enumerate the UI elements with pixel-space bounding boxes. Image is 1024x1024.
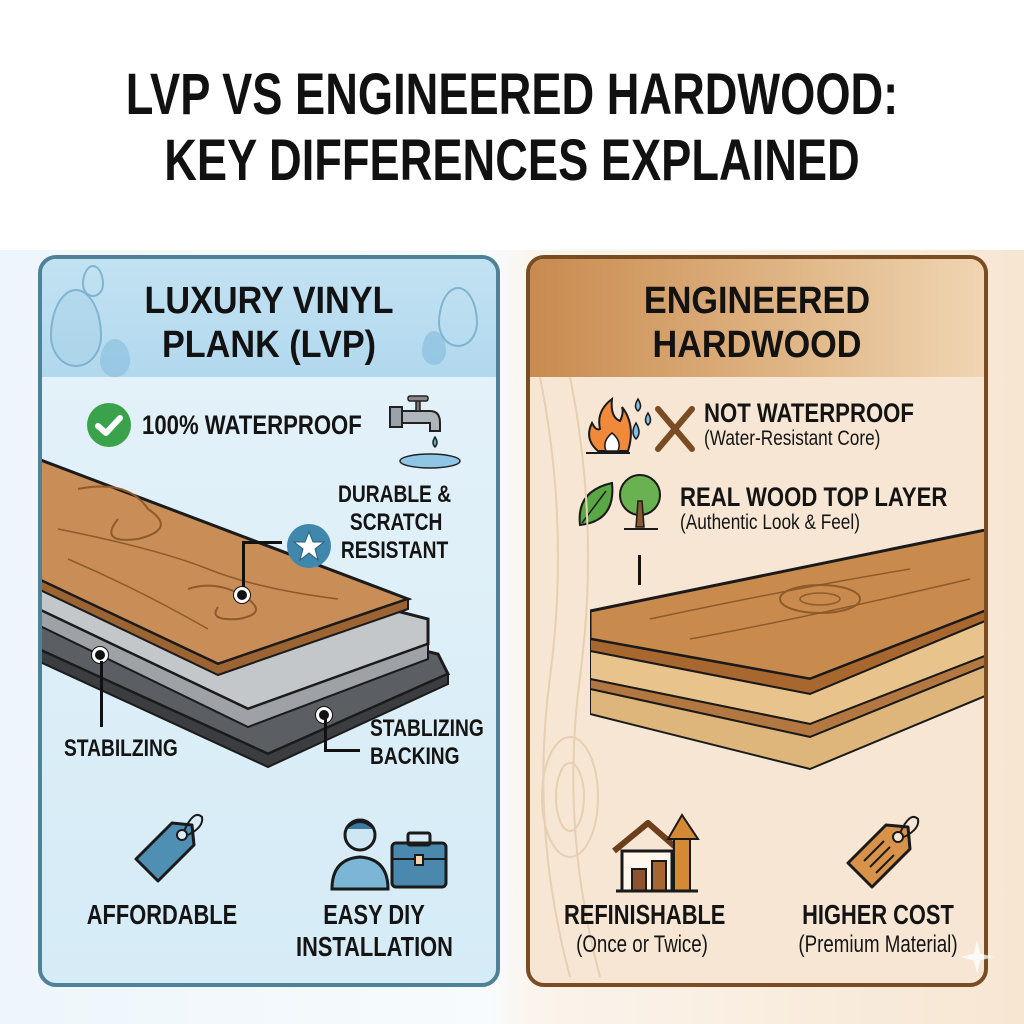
refinishable-label: REFINISHABLE (Once or Twice) xyxy=(564,899,726,959)
lvp-title-line-1: LUXURY VINYL xyxy=(144,280,394,322)
title-background xyxy=(0,0,1024,250)
real-wood-sub: (Authentic Look & Feel) xyxy=(680,511,860,534)
backing-line-1: STABLIZING xyxy=(370,715,484,742)
real-wood-label: REAL WOOD TOP LAYER xyxy=(680,482,948,512)
callout-line xyxy=(100,661,103,727)
ehw-panel-header: ENGINEERED HARDWOOD xyxy=(530,259,984,377)
stabilizing-label-text: STABILZING xyxy=(64,735,178,762)
durable-line-3: RESISTANT xyxy=(340,537,449,564)
ehw-title-line-1: ENGINEERED xyxy=(643,280,871,322)
durable-label: DURABLE & SCRATCH RESISTANT xyxy=(338,481,451,565)
backing-line-2: BACKING xyxy=(370,743,460,770)
callout-line xyxy=(242,541,282,544)
water-drop-icon xyxy=(50,289,102,367)
water-drop-icon xyxy=(100,339,130,377)
fire-water-x-icon xyxy=(586,396,695,454)
higher-cost-label: HIGHER COST (Premium Material) xyxy=(792,899,964,959)
callout-line xyxy=(242,541,245,593)
price-tag-lined-icon xyxy=(846,815,920,889)
water-drop-icon xyxy=(82,265,104,297)
easy-diy-label: EASY DIY INSTALLATION xyxy=(296,899,453,963)
lvp-panel: LUXURY VINYL PLANK (LVP) 100% WATERPROOF xyxy=(38,255,500,987)
backing-label: STABLIZING BACKING xyxy=(370,715,484,771)
callout-line xyxy=(324,749,360,752)
easy-diy-line-1: EASY DIY xyxy=(323,899,425,930)
not-waterproof-sub: (Water-Resistant Core) xyxy=(704,427,881,450)
higher-cost-text: HIGHER COST xyxy=(802,899,954,930)
feature-not-waterproof: NOT WATERPROOF (Water-Resistant Core) xyxy=(704,399,960,451)
lvp-title-line-2: PLANK (LVP) xyxy=(161,324,377,366)
title-line-2: KEY DIFFERENCES EXPLAINED xyxy=(164,128,860,193)
lvp-plank-illustration xyxy=(42,458,451,769)
person-toolbox-icon xyxy=(330,818,448,891)
price-tag-icon xyxy=(134,813,204,883)
callout-line xyxy=(324,719,327,751)
feature-real-wood: REAL WOOD TOP LAYER (Authentic Look & Fe… xyxy=(680,482,984,535)
engineered-hardwood-panel: ENGINEERED HARDWOOD NOT WATERPROOF (Wate… xyxy=(526,255,988,987)
feature-waterproof: 100% WATERPROOF xyxy=(86,402,410,448)
durable-line-2: SCRATCH xyxy=(349,509,443,536)
wood-grain-decoration xyxy=(539,377,601,977)
ehw-title: ENGINEERED HARDWOOD xyxy=(553,279,962,367)
stabilizing-label: STABILZING xyxy=(64,735,178,763)
affordable-text: AFFORDABLE xyxy=(86,899,238,930)
callout-dot xyxy=(234,587,250,603)
star-badge-icon xyxy=(287,524,331,568)
page-title: LVP VS ENGINEERED HARDWOOD: KEY DIFFEREN… xyxy=(113,62,912,194)
easy-diy-line-2: INSTALLATION xyxy=(296,931,453,962)
affordable-label: AFFORDABLE xyxy=(84,899,240,931)
callout-line xyxy=(638,555,641,585)
not-waterproof-label: NOT WATERPROOF xyxy=(704,398,914,428)
check-circle-icon xyxy=(87,403,131,447)
lvp-title: LUXURY VINYL PLANK (LVP) xyxy=(65,279,474,367)
faucet-icon xyxy=(389,395,461,469)
house-growth-icon xyxy=(612,813,700,893)
title-line-1: LVP VS ENGINEERED HARDWOOD: xyxy=(125,62,899,127)
durable-line-1: DURABLE & xyxy=(338,481,452,508)
ehw-title-line-2: HARDWOOD xyxy=(652,324,862,366)
hardwood-plank-illustration xyxy=(590,529,984,771)
refinishable-sub: (Once or Twice) xyxy=(576,931,708,958)
higher-cost-sub: (Premium Material) xyxy=(798,931,958,958)
feature-label: 100% WATERPROOF xyxy=(142,410,362,440)
refinishable-text: REFINISHABLE xyxy=(564,899,726,930)
water-drop-icon xyxy=(438,287,478,347)
water-drop-icon xyxy=(422,331,446,365)
lvp-panel-header: LUXURY VINYL PLANK (LVP) xyxy=(42,259,496,377)
